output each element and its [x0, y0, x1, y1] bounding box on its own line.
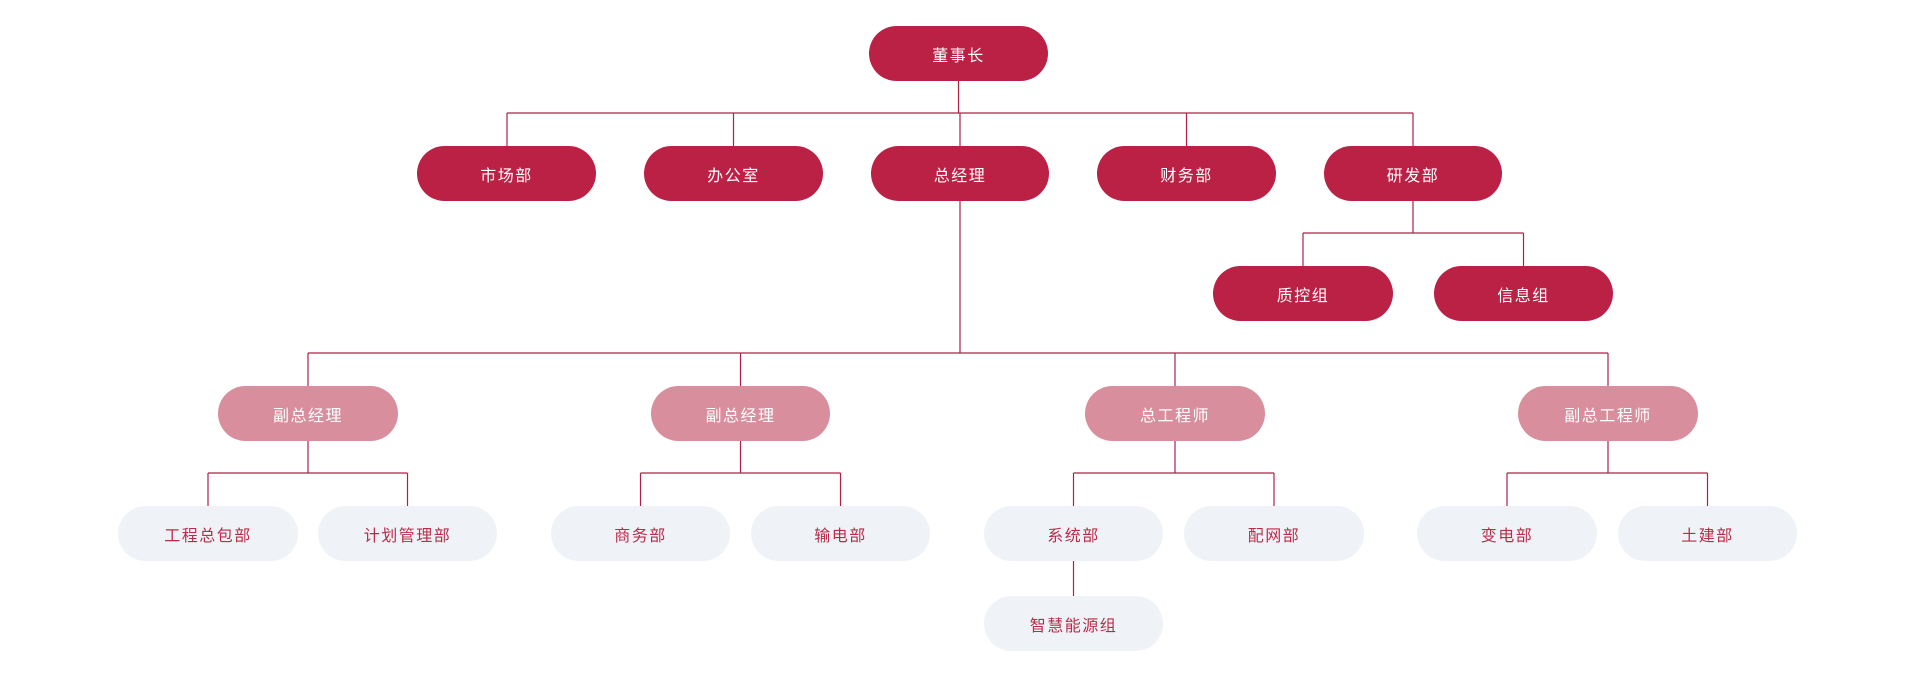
edge-deputy-gm-2-children: [639, 441, 842, 506]
org-node-general-manager: 总经理: [871, 146, 1049, 201]
org-node-civil: 土建部: [1618, 506, 1797, 561]
edge-deputy-gm-1-children: [207, 441, 409, 506]
org-node-business: 商务部: [551, 506, 730, 561]
org-node-epc: 工程总包部: [118, 506, 298, 561]
org-node-deputy-gm-2: 副总经理: [651, 386, 830, 441]
org-node-deputy-gm-1: 副总经理: [218, 386, 398, 441]
org-node-distribution: 配网部: [1184, 506, 1364, 561]
org-node-systems: 系统部: [984, 506, 1163, 561]
edge-chairman-level2: [506, 81, 1414, 146]
org-node-planning: 计划管理部: [318, 506, 497, 561]
edge-deputy-chief-engineer-children: [1506, 441, 1709, 506]
org-node-smart-energy: 智慧能源组: [984, 596, 1163, 651]
org-node-office: 办公室: [644, 146, 823, 201]
edge-gm-level3: [307, 201, 1609, 386]
org-node-marketing: 市场部: [417, 146, 596, 201]
org-node-quality-control: 质控组: [1213, 266, 1393, 321]
org-node-deputy-chief-engineer: 副总工程师: [1518, 386, 1698, 441]
org-node-finance: 财务部: [1097, 146, 1276, 201]
org-node-chief-engineer: 总工程师: [1085, 386, 1265, 441]
org-node-information: 信息组: [1434, 266, 1613, 321]
edge-rnd-groups: [1302, 201, 1525, 266]
org-node-rnd: 研发部: [1324, 146, 1502, 201]
org-node-chairman: 董事长: [869, 26, 1048, 81]
org-node-substation: 变电部: [1417, 506, 1597, 561]
org-node-transmission: 输电部: [751, 506, 930, 561]
edge-chief-engineer-children: [1072, 441, 1275, 506]
